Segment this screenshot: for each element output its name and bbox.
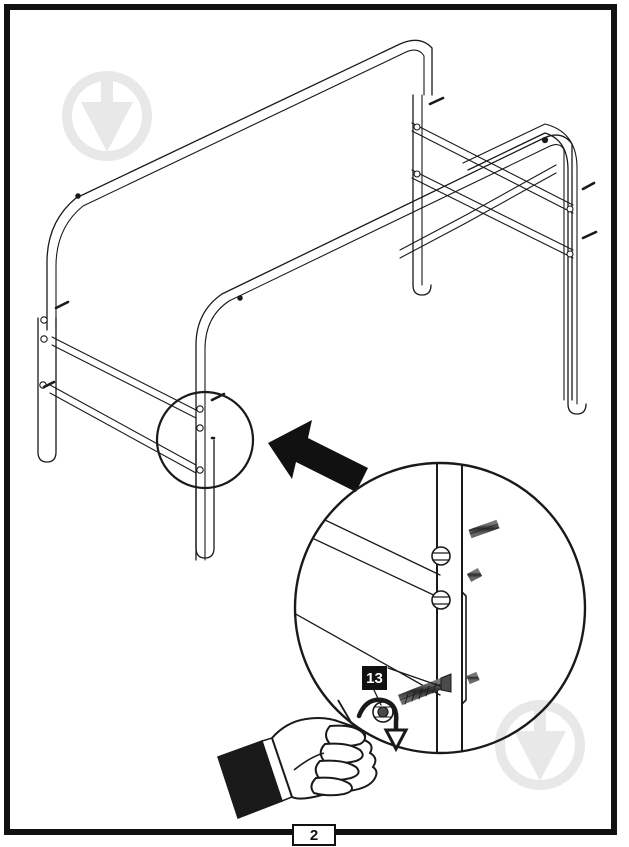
page-number: 2: [292, 824, 336, 846]
part-callout-13: 13: [362, 666, 387, 690]
trowel-watermark-top-left: [62, 71, 152, 161]
hand-gripping-tool: [217, 699, 378, 819]
tighten-rotation-arrow: [356, 697, 409, 753]
joint-highlight-circle: [155, 390, 255, 490]
bolt-13: [397, 673, 452, 706]
bed-frame-assembly-isometric: [37, 39, 598, 561]
nut-13: [372, 701, 394, 723]
magnified-detail-circle: [293, 461, 587, 755]
trowel-watermark-bottom-right: [495, 700, 585, 790]
detail-arrow: [268, 420, 368, 492]
